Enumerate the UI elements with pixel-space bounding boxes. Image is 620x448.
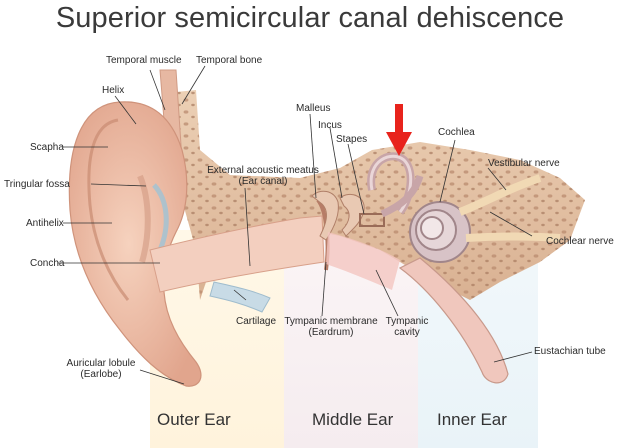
label-malleus: Malleus: [296, 103, 331, 114]
label-cochlea: Cochlea: [438, 127, 475, 138]
semicircular-canals: [367, 152, 424, 218]
label-tympanic-cavity: Tympanic cavity: [382, 316, 432, 338]
label-tympanic-membrane-line1: Tympanic membrane: [284, 316, 378, 327]
label-triangular-fossa: Tringular fossa: [4, 179, 70, 190]
label-auricular-lobule-line1: Auricular lobule: [66, 358, 136, 369]
cartilage-shape: [209, 281, 271, 313]
label-tympanic-cavity-line1: Tympanic: [385, 316, 429, 327]
label-vestibular-nerve: Vestibular nerve: [488, 158, 560, 169]
label-external-acoustic-meatus-line2: (Ear canal): [238, 176, 288, 187]
section-label-outer-ear: Outer Ear: [157, 410, 231, 429]
diagram-title: Superior semicircular canal dehiscence: [55, 2, 565, 34]
label-external-acoustic-meatus-line1: External acoustic meatus: [207, 165, 319, 176]
ossicles: [311, 190, 385, 241]
section-label-middle-ear: Middle Ear: [312, 410, 394, 429]
dehiscence-arrow-icon: [386, 104, 412, 156]
label-stapes: Stapes: [336, 134, 368, 145]
tympanic-cavity-shape: [326, 232, 400, 290]
label-antihelix: Antihelix: [26, 218, 64, 229]
section-label-inner-ear: Inner Ear: [437, 410, 507, 429]
eustachian-tube-shape: [398, 257, 509, 384]
cochlea-shape: [409, 201, 471, 263]
temporal-bone: [176, 90, 585, 300]
label-auricular-lobule: Auricular lobule (Earlobe): [60, 358, 142, 380]
label-tympanic-membrane-line2: (Eardrum): [308, 327, 354, 338]
label-temporal-bone: Temporal bone: [196, 55, 263, 66]
leader-lines: [58, 65, 533, 385]
label-incus: Incus: [318, 120, 342, 131]
label-cochlear-nerve: Cochlear nerve: [546, 236, 614, 247]
label-cartilage: Cartilage: [236, 316, 277, 327]
label-auricular-lobule-line2: (Earlobe): [80, 369, 122, 380]
label-temporal-muscle: Temporal muscle: [106, 55, 182, 66]
label-concha: Concha: [30, 258, 65, 269]
pinna: [68, 101, 202, 387]
label-scapha: Scapha: [30, 142, 64, 153]
label-eustachian-tube: Eustachian tube: [534, 346, 606, 357]
label-tympanic-membrane: Tympanic membrane (Eardrum): [284, 316, 378, 338]
label-external-acoustic-meatus: External acoustic meatus (Ear canal): [198, 165, 328, 187]
label-tympanic-cavity-line2: cavity: [394, 327, 420, 338]
label-helix: Helix: [102, 85, 125, 96]
ear-canal: [149, 215, 325, 293]
nerves: [458, 174, 561, 242]
